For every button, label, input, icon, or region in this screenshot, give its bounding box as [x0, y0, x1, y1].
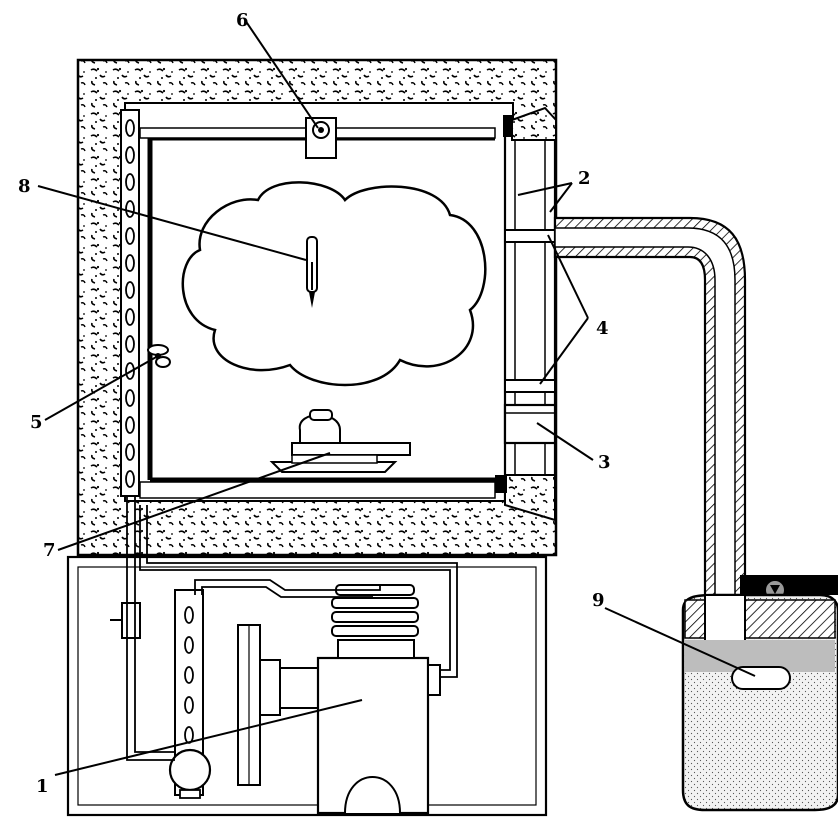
compressor: [316, 584, 441, 815]
leader-lines: [37, 19, 756, 776]
label-2: 2: [578, 168, 591, 189]
label-6: 6: [236, 10, 249, 31]
label-7: 7: [43, 540, 56, 561]
door-frame: [495, 106, 557, 522]
label-4: 4: [596, 318, 609, 339]
thermometer-icon: [306, 236, 318, 308]
label-3: 3: [598, 452, 611, 473]
expansion-valve: [121, 602, 141, 639]
refrigerant-piping: [126, 495, 458, 761]
label-5: 5: [30, 412, 43, 433]
external-duct: [553, 216, 747, 642]
label-8: 8: [18, 176, 31, 197]
evaporator-coil: [120, 109, 140, 497]
label-1: 1: [36, 776, 49, 797]
specimen-platform: [269, 409, 411, 473]
fog-cloud: [181, 181, 487, 387]
motor: [168, 748, 212, 792]
humidifier-tank: [681, 575, 838, 812]
label-9: 9: [592, 590, 605, 611]
lamp-icon: [305, 117, 337, 159]
